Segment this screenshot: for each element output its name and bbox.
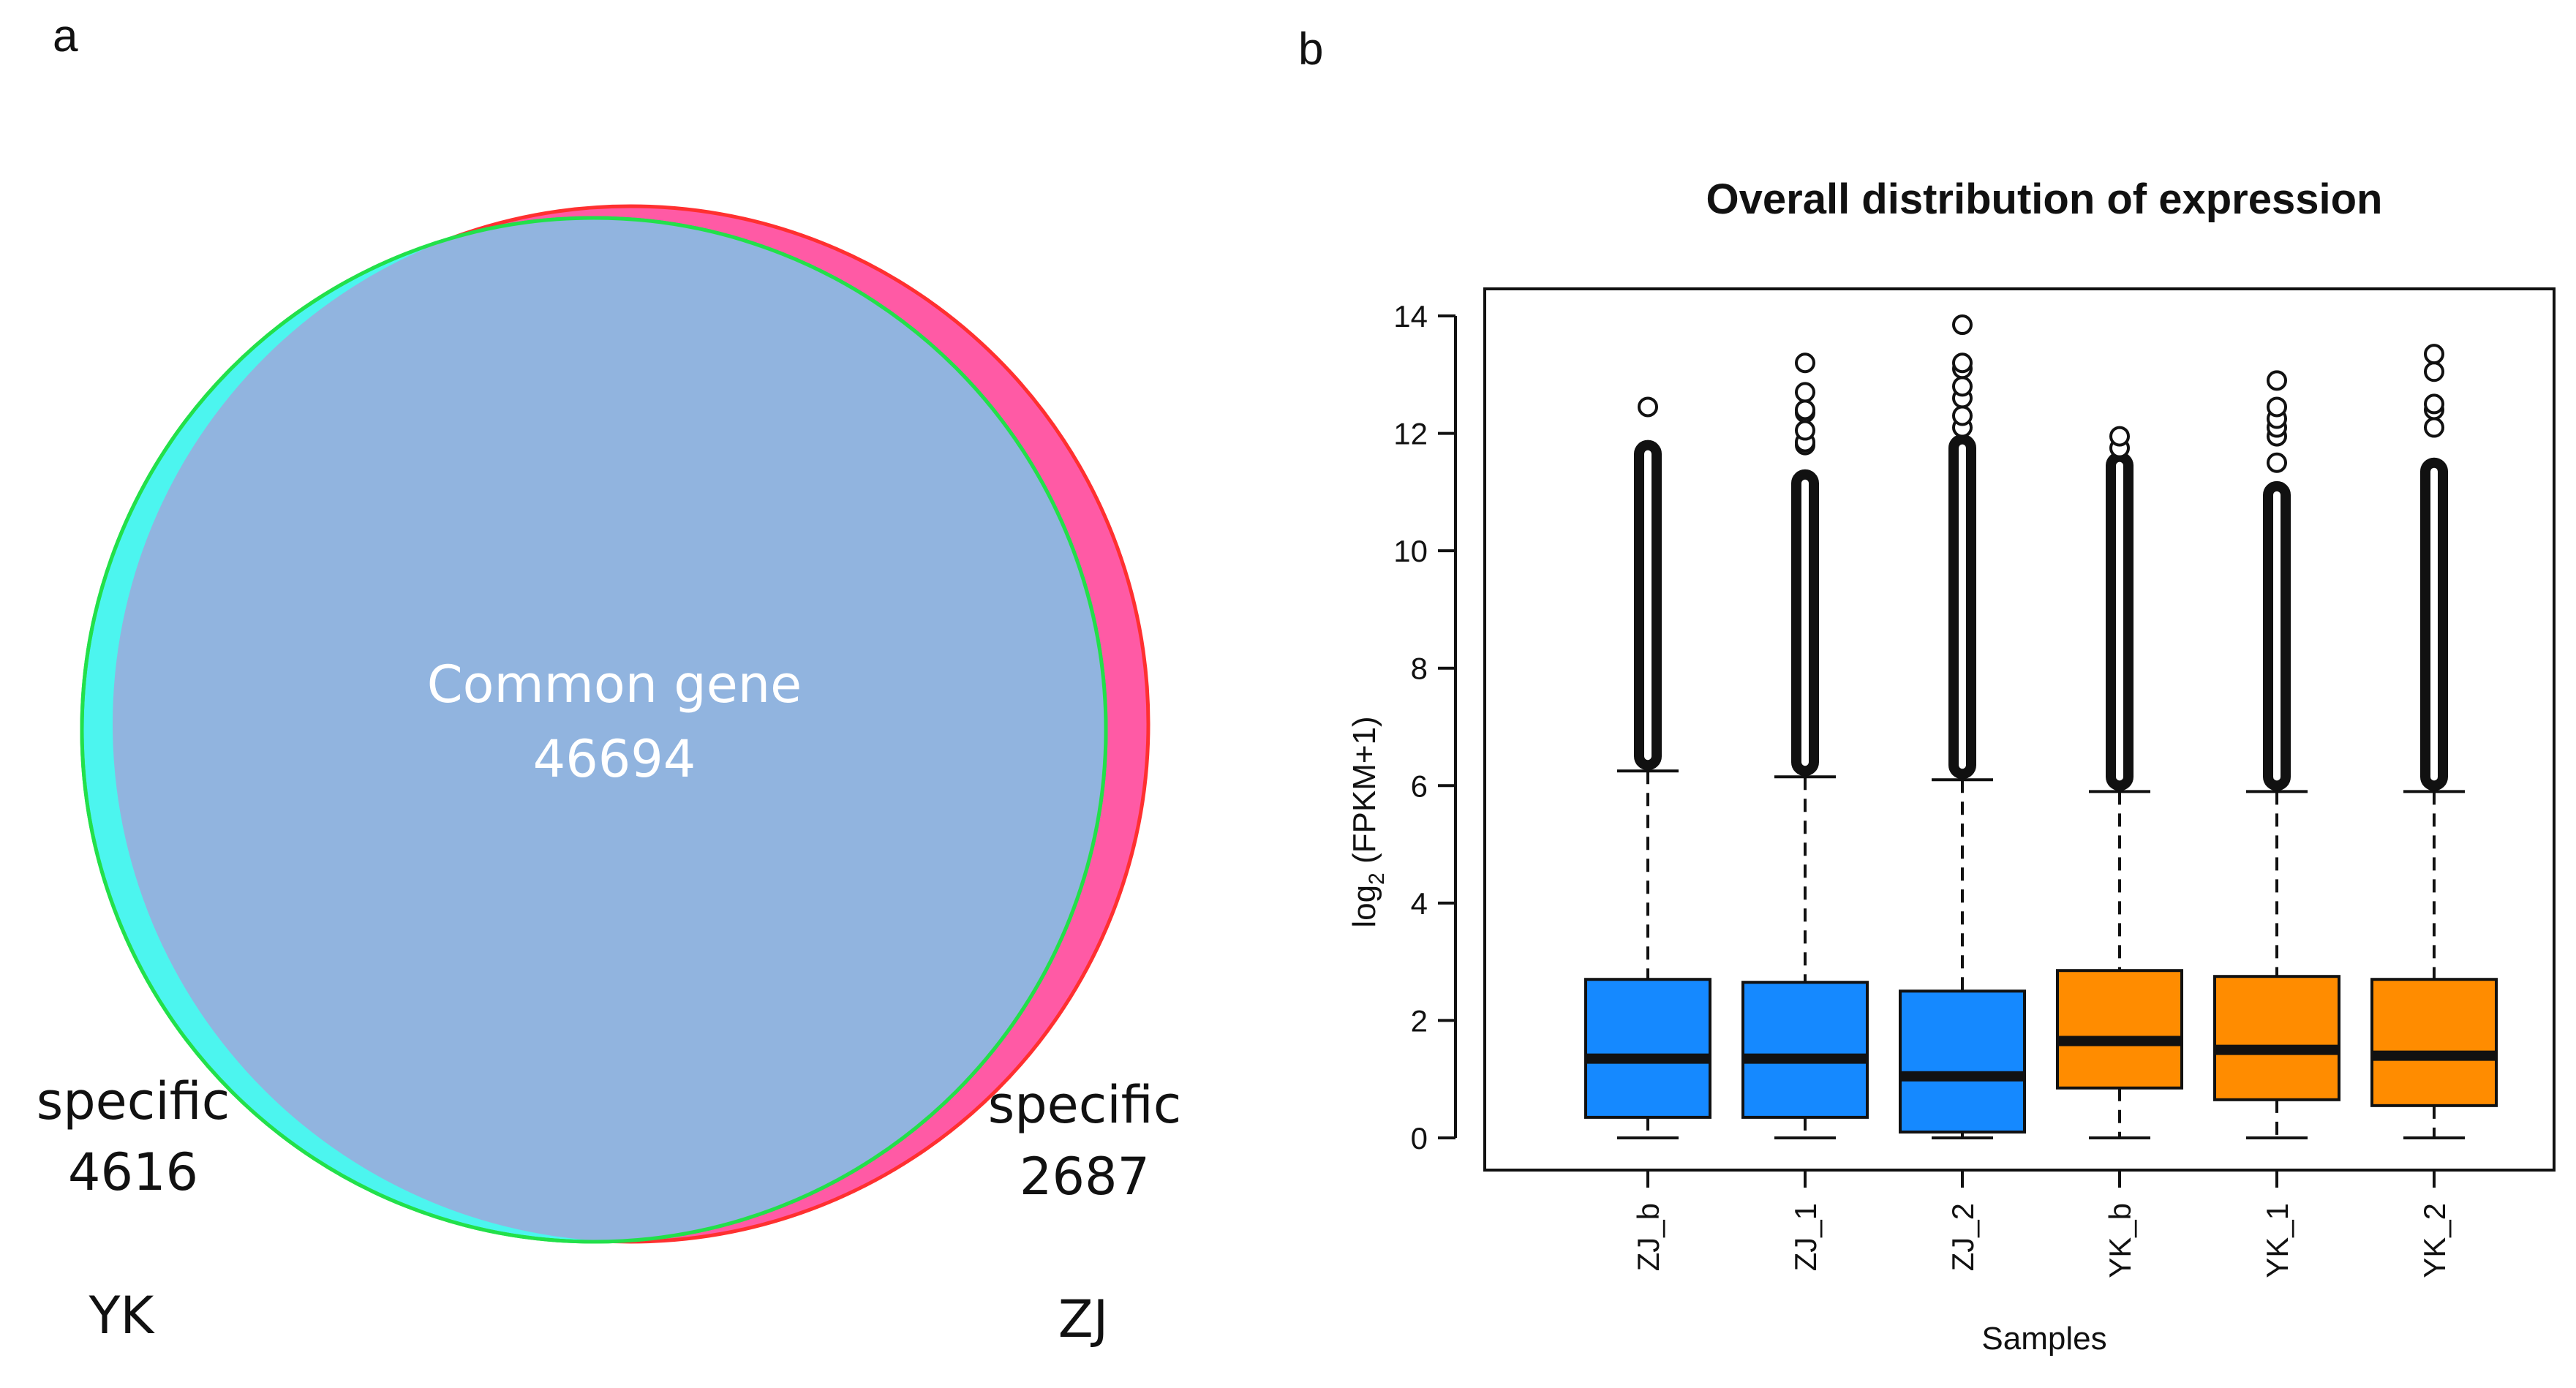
yk-specific-label: specific (37, 1071, 230, 1131)
box-iqr (2370, 978, 2498, 1107)
boxplot-chart: Overall distribution of expression log2 … (1347, 176, 2556, 1357)
x-tick-label: YK_1 (2260, 1203, 2294, 1278)
x-axis: ZJ_b ZJ_1 ZJ_2 YK_b YK_1 YK_2 (1631, 1169, 2452, 1278)
outlier-point (2424, 393, 2444, 415)
outlier-point (1952, 376, 1973, 397)
outlier-cluster (1791, 469, 1819, 777)
common-gene-count: 46694 (533, 729, 696, 789)
outlier-cluster (2420, 457, 2448, 791)
panel-label-b: b (1298, 24, 1323, 75)
y-tick-label: 0 (1411, 1121, 1428, 1155)
y-axis-label: log2 (FPKM+1) (1347, 716, 1389, 927)
y-axis: 0 2 4 6 8 10 12 14 (1393, 299, 1457, 1155)
y-tick-label: 4 (1411, 886, 1428, 921)
box-zj-b (1584, 396, 1711, 1139)
box-iqr (2056, 969, 2183, 1090)
box-iqr (1741, 981, 1869, 1119)
outlier-cluster (2106, 451, 2134, 791)
outlier-cluster (1634, 440, 1662, 771)
x-tick-label: ZJ_2 (1946, 1203, 1980, 1271)
x-tick-label: ZJ_1 (1788, 1203, 1823, 1271)
x-tick-label: YK_2 (2417, 1203, 2452, 1278)
x-tick-label: ZJ_b (1631, 1203, 1665, 1271)
venn-overlap (113, 218, 1106, 1242)
outlier-point (2267, 452, 2287, 473)
venn-circle-yk-outline (80, 216, 1108, 1244)
box-zj-2 (1899, 314, 2026, 1139)
outlier-point (1638, 396, 1658, 418)
yk-set-name: YK (88, 1286, 156, 1346)
y-tick-label: 12 (1393, 417, 1428, 451)
zj-specific-label: specific (988, 1075, 1181, 1135)
box-yk-2 (2370, 344, 2498, 1139)
outlier-point (2267, 396, 2287, 418)
outlier-point (1795, 382, 1815, 403)
y-tick-label: 10 (1393, 534, 1428, 568)
box-yk-b (2056, 426, 2183, 1139)
venn-diagram: Common gene 46694 specific 4616 YK speci… (37, 204, 1181, 1349)
outlier-point (1952, 352, 1973, 374)
common-gene-label: Common gene (427, 655, 802, 714)
outlier-point (2109, 426, 2130, 447)
outlier-point (1952, 405, 1973, 426)
y-tick-label: 8 (1411, 652, 1428, 686)
y-tick-label: 2 (1411, 1003, 1428, 1038)
outlier-point (1795, 352, 1815, 374)
y-tick-label: 14 (1393, 299, 1428, 333)
outlier-point (1952, 314, 1973, 336)
box-iqr (2213, 975, 2340, 1101)
zj-set-name: ZJ (1058, 1289, 1109, 1349)
outlier-point (2267, 370, 2287, 391)
box-zj-1 (1741, 352, 1869, 1139)
box-series (1584, 314, 2498, 1139)
zj-specific-count: 2687 (1020, 1147, 1150, 1207)
chart-title: Overall distribution of expression (1706, 176, 2383, 223)
outlier-cluster (2263, 480, 2291, 791)
outlier-point (1795, 420, 1815, 441)
box-yk-1 (2213, 370, 2340, 1139)
outlier-point (2424, 361, 2444, 382)
outlier-point (1795, 399, 1815, 420)
panel-label-a: a (53, 11, 78, 61)
x-tick-label: YK_b (2103, 1203, 2137, 1278)
outlier-cluster (1948, 434, 1976, 780)
x-axis-label: Samples (1981, 1321, 2106, 1357)
y-tick-label: 6 (1411, 769, 1428, 803)
yk-specific-count: 4616 (68, 1142, 198, 1202)
outlier-point (2424, 344, 2444, 365)
box-iqr (1584, 978, 1711, 1119)
box-iqr (1899, 989, 2026, 1134)
outlier-point (2424, 417, 2444, 438)
